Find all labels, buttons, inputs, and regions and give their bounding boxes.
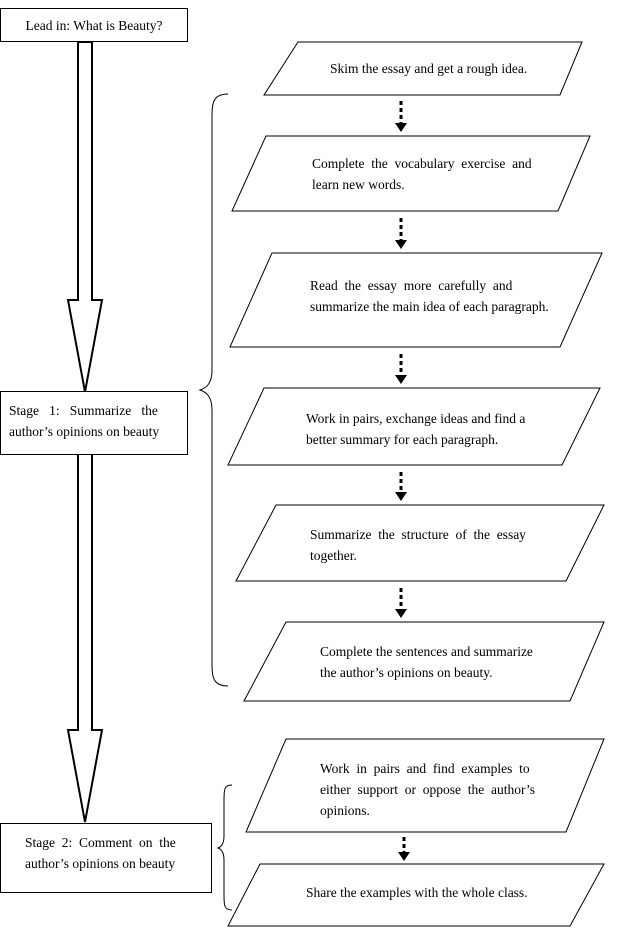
dotted-arrow <box>395 354 407 384</box>
hollow-arrow-down <box>66 41 104 393</box>
step-shape <box>263 41 583 96</box>
stage-2-label-line1: Stage 2: Comment on the <box>25 835 176 850</box>
stage-2-box: Stage 2: Comment on the author’s opinion… <box>0 823 212 893</box>
curly-brace <box>216 784 233 911</box>
curly-brace <box>198 93 229 687</box>
step-shape <box>231 135 591 212</box>
step-shape <box>227 863 605 927</box>
step-shape <box>245 738 605 833</box>
step-shape <box>227 387 601 466</box>
lead-in-box: Lead in: What is Beauty? <box>0 8 188 42</box>
stage-1-label-line1: Stage 1: Summarize the <box>9 403 158 418</box>
step-1-text: Skim the essay and get a rough idea. <box>330 61 528 76</box>
hollow-arrow-down <box>66 453 104 823</box>
stage-1-box: Stage 1: Summarize the author’s opinions… <box>0 391 188 455</box>
stage-1-label-line2: author’s opinions on beauty <box>9 424 160 439</box>
step-6-text: Complete the sentences and summarize the… <box>320 644 533 680</box>
dotted-arrow <box>395 101 407 132</box>
dotted-arrow <box>395 472 407 501</box>
dotted-arrow <box>395 588 407 618</box>
step-shape <box>235 504 605 582</box>
step-2-text: Complete the vocabulary exercise and lea… <box>312 156 532 192</box>
lead-in-label: Lead in: What is Beauty? <box>25 18 163 33</box>
step-shape <box>229 252 603 348</box>
dotted-arrow <box>395 218 407 249</box>
step-3-text: Read the essay more carefully and summar… <box>310 278 549 314</box>
step-shape <box>243 621 605 702</box>
step-8-text: Share the examples with the whole class. <box>306 885 528 900</box>
step-5-text: Summarize the structure of the essay tog… <box>310 527 526 563</box>
step-7-text: Work in pairs and find examples to eithe… <box>320 761 535 818</box>
stage-2-label-line2: author’s opinions on beauty <box>25 856 176 871</box>
dotted-arrow <box>398 837 410 861</box>
step-4-text: Work in pairs, exchange ideas and find a… <box>306 411 526 447</box>
